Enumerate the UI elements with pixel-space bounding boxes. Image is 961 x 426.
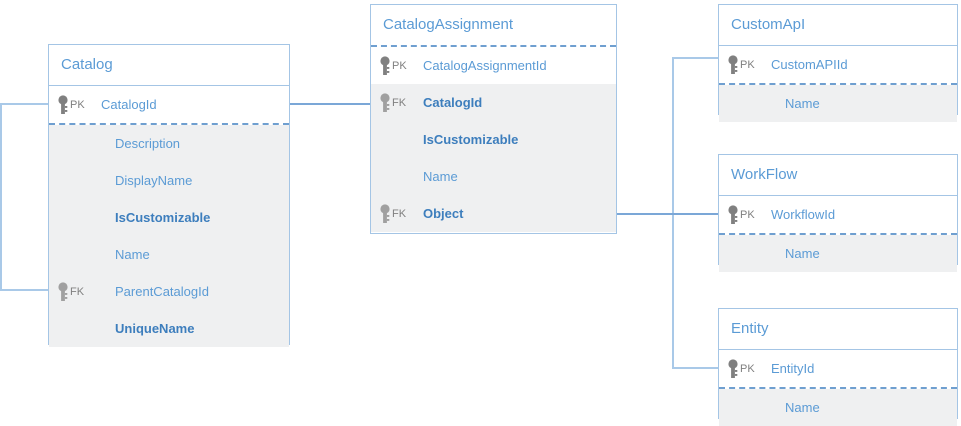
key-label: PK: [392, 60, 407, 72]
key-label: PK: [740, 363, 755, 375]
field-name: ParentCatalogId: [115, 284, 209, 299]
table-row[interactable]: IsCustomizable: [371, 121, 616, 158]
key-label: PK: [70, 99, 85, 111]
entity-catalogassignment[interactable]: CatalogAssignment PK CatalogAssignmentId: [370, 4, 617, 234]
table-row[interactable]: IsCustomizable: [49, 199, 289, 236]
table-row[interactable]: Name: [719, 235, 957, 272]
pk-key-icon: PK: [57, 86, 85, 123]
key-label: PK: [740, 209, 755, 221]
table-row[interactable]: DisplayName: [49, 162, 289, 199]
pk-key-icon: PK: [727, 196, 755, 233]
field-name: UniqueName: [115, 321, 195, 336]
key-label: PK: [740, 59, 755, 71]
entity-workflow-fields: Name: [719, 235, 957, 272]
entity-workflow-pk-divider: [719, 233, 957, 235]
field-name: CustomAPIId: [771, 57, 848, 72]
field-name: CatalogId: [101, 97, 157, 112]
entity-workflow-pk-section: PK WorkflowId: [719, 196, 957, 233]
entity-customapi-fields: Name: [719, 85, 957, 122]
field-name: Name: [785, 246, 820, 261]
table-row[interactable]: Name: [719, 85, 957, 122]
table-row[interactable]: Name: [49, 236, 289, 273]
table-row[interactable]: PK EntityId: [719, 350, 957, 387]
table-row[interactable]: PK CatalogId: [49, 86, 289, 123]
key-icon: [380, 92, 390, 112]
key-label: FK: [70, 286, 85, 298]
field-name: CatalogAssignmentId: [423, 58, 547, 73]
entity-catalogassignment-header-rule: [371, 45, 616, 47]
table-row[interactable]: PK CatalogAssignmentId: [371, 47, 616, 84]
field-name: Description: [115, 136, 181, 151]
table-row[interactable]: Name: [719, 389, 957, 426]
table-row[interactable]: Description: [49, 125, 289, 162]
entity-customapi-header-rule: [719, 45, 957, 46]
entity-catalog-title: Catalog: [49, 45, 289, 85]
table-row[interactable]: Name: [371, 158, 616, 195]
fk-key-icon: FK: [57, 273, 84, 310]
key-icon: [728, 54, 738, 74]
field-name: CatalogId: [423, 95, 483, 110]
key-icon: [58, 94, 68, 114]
entity-catalogassignment-title: CatalogAssignment: [371, 5, 616, 45]
table-row[interactable]: PK CustomAPIId: [719, 46, 957, 83]
entity-entity-pk-section: PK EntityId: [719, 350, 957, 387]
entity-entity-fields: Name: [719, 389, 957, 426]
field-name: DisplayName: [115, 173, 193, 188]
field-name: Name: [423, 169, 458, 184]
field-name: WorkflowId: [771, 207, 836, 222]
entity-customapi-pk-divider: [719, 83, 957, 85]
entity-catalog-pk-divider: [49, 123, 289, 125]
field-name: Name: [785, 96, 820, 111]
entity-customapi-pk-section: PK CustomAPIId: [719, 46, 957, 83]
key-icon: [728, 358, 738, 378]
field-name: IsCustomizable: [423, 132, 519, 147]
fk-key-icon: FK: [379, 84, 406, 121]
key-icon: [380, 55, 390, 75]
key-icon: [380, 203, 390, 223]
entity-catalogassignment-pk-section: PK CatalogAssignmentId: [371, 47, 616, 84]
entity-catalogassignment-fields: FK CatalogId IsCustomizable Name: [371, 84, 616, 232]
table-row[interactable]: FK CatalogId: [371, 84, 616, 121]
entity-customapi[interactable]: CustomApI PK CustomAPIId Name: [718, 4, 958, 122]
entity-catalog-pk-section: PK CatalogId: [49, 86, 289, 123]
table-row[interactable]: UniqueName: [49, 310, 289, 347]
entity-entity-title: Entity: [719, 309, 957, 349]
key-icon: [728, 204, 738, 224]
entity-entity-pk-divider: [719, 387, 957, 389]
field-name: Name: [115, 247, 150, 262]
entity-entity[interactable]: Entity PK EntityId Name: [718, 308, 958, 426]
field-name: Name: [785, 400, 820, 415]
entity-catalog-header-rule: [49, 85, 289, 86]
entity-workflow[interactable]: WorkFlow PK WorkflowId Name: [718, 154, 958, 272]
table-row[interactable]: PK WorkflowId: [719, 196, 957, 233]
entity-entity-header-rule: [719, 349, 957, 350]
field-name: Object: [423, 206, 464, 221]
entity-catalog-fields: Description DisplayName IsCustomizable N…: [49, 125, 289, 347]
table-row[interactable]: FK Object: [371, 195, 616, 232]
entity-workflow-header-rule: [719, 195, 957, 196]
pk-key-icon: PK: [727, 350, 755, 387]
fk-key-icon: FK: [379, 195, 406, 232]
table-row[interactable]: FK ParentCatalogId: [49, 273, 289, 310]
entity-workflow-title: WorkFlow: [719, 155, 957, 195]
pk-key-icon: PK: [379, 47, 407, 84]
key-label: FK: [392, 97, 407, 109]
key-icon: [58, 281, 68, 301]
field-name: IsCustomizable: [115, 210, 211, 225]
key-label: FK: [392, 208, 407, 220]
entity-catalog[interactable]: Catalog PK CatalogId Description: [48, 44, 290, 347]
entity-customapi-title: CustomApI: [719, 5, 957, 45]
field-name: EntityId: [771, 361, 815, 376]
pk-key-icon: PK: [727, 46, 755, 83]
